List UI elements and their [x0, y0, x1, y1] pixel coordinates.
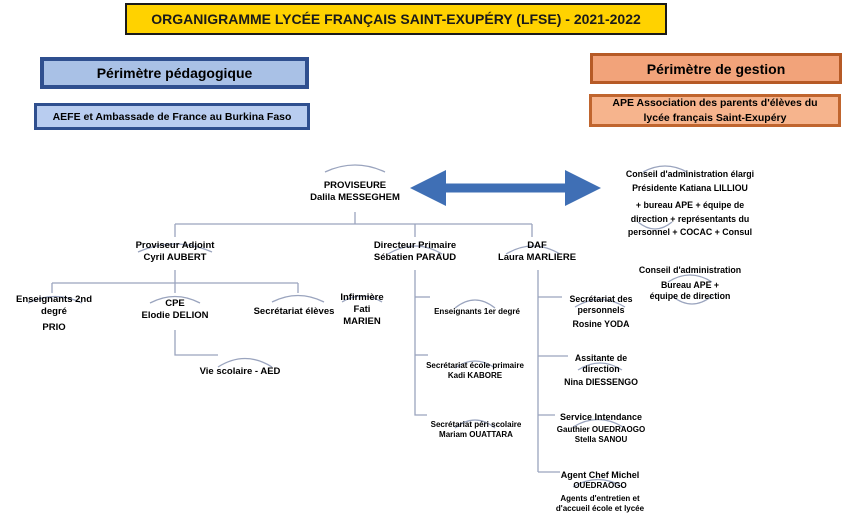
node-service-intendance: Service Intendance Gauthier OUEDRAOGO St… — [557, 412, 645, 445]
directeur-role: Directeur Primaire — [373, 240, 457, 251]
node-secretariat-peri: Secrétariat péri scolaire Mariam OUATTAR… — [431, 420, 522, 440]
secr-pers-name: Rosine YODA — [572, 319, 630, 329]
agent-line2: OUEDRAOGO — [573, 481, 627, 490]
conseil-elargi-line1: Conseil d'administration élargi — [625, 169, 755, 179]
proviseure-name: Dalila MESSEGHEM — [310, 192, 400, 203]
node-conseil-elargi: Conseil d'administration élargi Présiden… — [626, 168, 754, 240]
arc-cpe — [149, 295, 201, 304]
conseil-admin-line3: équipe de direction — [649, 291, 731, 301]
perimetre-gestion-box: Périmètre de gestion — [590, 53, 842, 84]
conseil-elargi-line4: direction + représentants du — [630, 213, 750, 224]
node-infirmiere: Infirmière Fati MARIEN — [340, 292, 383, 328]
cpe-name: Elodie DELION — [141, 310, 209, 321]
node-vie-scolaire: Vie scolaire - AED — [200, 366, 281, 378]
arc-secr-pers — [574, 298, 626, 308]
cpe-role: CPE — [165, 298, 185, 309]
secr-eleves-role: Secrétariat élèves — [253, 306, 335, 317]
conseil-admin-line2: Bureau APE + — [660, 280, 720, 290]
daf-role: DAF — [527, 240, 547, 251]
node-cpe: CPE Elodie DELION — [141, 298, 208, 322]
arc-daf — [505, 245, 561, 255]
ape-line1: APE Association des parents d'élèves du — [612, 96, 818, 109]
infirmiere-name: MARIEN — [343, 316, 381, 327]
secr-prim-role: Secrétariat école primaire — [426, 361, 524, 370]
node-enseignants-1er: Enseignants 1er degré — [434, 307, 520, 317]
agent-line4: d'accueil école et lycée — [555, 504, 645, 513]
proviseure-role: PROVISEURE — [323, 180, 387, 191]
agent-line3: Agents d'entretien et — [560, 494, 640, 503]
intendance-name2: Stella SANOU — [574, 435, 628, 444]
directeur-name: Sébatien PARAUD — [373, 252, 457, 263]
arc-ens1er — [454, 299, 496, 309]
arc-directeur — [387, 245, 443, 255]
infirmiere-line2: Fati — [353, 304, 371, 315]
agent-line1: Agent Chef Michel — [560, 470, 640, 480]
perimetre-pedagogique-box: Périmètre pédagogique — [40, 57, 309, 89]
intendance-role: Service Intendance — [559, 412, 643, 422]
ens2nd-name: PRIO — [42, 322, 66, 333]
node-assistante-direction: Assitante de direction Nina DIESSENGO — [564, 353, 638, 388]
arc-assistante — [577, 362, 623, 371]
secr-peri-role: Secrétariat péri scolaire — [430, 420, 522, 429]
node-proviseur-adjoint: Proviseur Adjoint Cyril AUBERT — [136, 240, 215, 264]
assistante-name: Nina DIESSENGO — [564, 377, 638, 387]
secr-prim-name: Kadi KABORE — [447, 371, 503, 380]
ape-box: APE Association des parents d'élèves du l… — [589, 94, 841, 127]
node-conseil-admin: Conseil d'administration Bureau APE + éq… — [639, 265, 741, 302]
ape-line2: lycée français Saint-Exupéry — [643, 111, 787, 124]
ens1er-role: Enseignants 1er degré — [434, 307, 520, 316]
conseil-elargi-line2: Présidente Katiana LILLIOU — [632, 182, 748, 193]
adjoint-role: Proviseur Adjoint — [135, 240, 215, 251]
arc-secr-prim — [454, 360, 496, 369]
arc-vie-scolaire — [217, 357, 273, 368]
arc-conseil-admin — [667, 274, 713, 283]
adjoint-name: Cyril AUBERT — [143, 252, 207, 263]
arc-intendance — [572, 418, 624, 428]
connector-cpe-vie — [174, 330, 218, 356]
node-enseignants-2nd: Enseignants 2nd degré PRIO — [16, 294, 92, 334]
assistante-line1: Assitante de — [574, 353, 628, 363]
conseil-elargi-line3: + bureau APE + équipe de — [635, 200, 745, 210]
secr-pers-line2: personnels — [577, 305, 625, 315]
intendance-name1: Gauthier OUEDRAOGO — [556, 425, 646, 434]
ens2nd-line1: Enseignants 2nd — [15, 294, 93, 305]
conseil-elargi-line5: personnel + COCAC + Consul — [627, 227, 753, 237]
secr-peri-name: Mariam OUATTARA — [439, 430, 513, 439]
arc-ens2nd — [27, 295, 83, 304]
arc-infirmiere — [341, 295, 383, 303]
conseil-admin-line1: Conseil d'administration — [638, 265, 742, 275]
arc-conseil-elargi — [642, 165, 688, 173]
ens2nd-line2: degré — [41, 306, 67, 317]
arc-secr-peri — [454, 419, 496, 429]
arc-agent — [572, 478, 624, 488]
node-secretariat-eleves: Secrétariat élèves — [254, 306, 335, 318]
node-secretariat-primaire: Secrétariat école primaire Kadi KABORE — [426, 361, 524, 381]
vie-scolaire-role: Vie scolaire - AED — [199, 366, 281, 377]
node-proviseure: PROVISEURE Dalila MESSEGHEM — [310, 180, 400, 204]
node-agent-chef: Agent Chef Michel OUEDRAOGO Agents d'ent… — [556, 470, 644, 514]
arc-adjoint — [137, 243, 213, 253]
node-daf: DAF Laura MARLIERE — [498, 240, 576, 264]
page-title: ORGANIGRAMME LYCÉE FRANÇAIS SAINT-EXUPÉR… — [125, 3, 667, 35]
node-directeur-primaire: Directeur Primaire Sébatien PARAUD — [374, 240, 456, 264]
arc-conseil-admin-bottom — [671, 295, 713, 305]
infirmiere-role: Infirmière — [340, 292, 384, 303]
connector-directeur-down — [414, 270, 427, 416]
node-secretariat-personnels: Secrétariat des personnels Rosine YODA — [569, 294, 632, 330]
aefe-ambassade-box: AEFE et Ambassade de France au Burkina F… — [34, 103, 310, 130]
arc-proviseure — [324, 164, 386, 173]
secr-pers-line1: Secrétariat des — [569, 294, 633, 304]
assistante-line2: direction — [582, 364, 620, 374]
arc-secr-eleves — [271, 294, 325, 303]
daf-name: Laura MARLIERE — [497, 252, 577, 263]
arc-conseil-elargi-bottom — [637, 221, 673, 230]
